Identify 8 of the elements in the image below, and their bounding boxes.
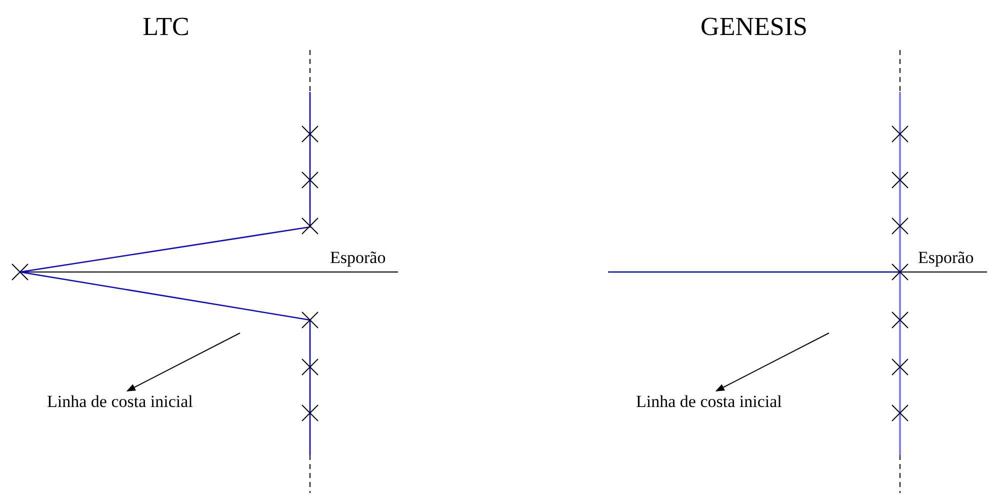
leader-arrow	[715, 332, 830, 392]
shoreline-label: Linha de costa inicial	[47, 393, 193, 410]
groyne-label: Esporão	[918, 249, 974, 266]
panel-title: GENESIS	[700, 14, 808, 40]
leader-arrow	[126, 332, 240, 392]
groyne-label: Esporão	[330, 249, 386, 266]
shoreline-label: Linha de costa inicial	[636, 393, 782, 410]
panel-title: LTC	[142, 14, 190, 40]
